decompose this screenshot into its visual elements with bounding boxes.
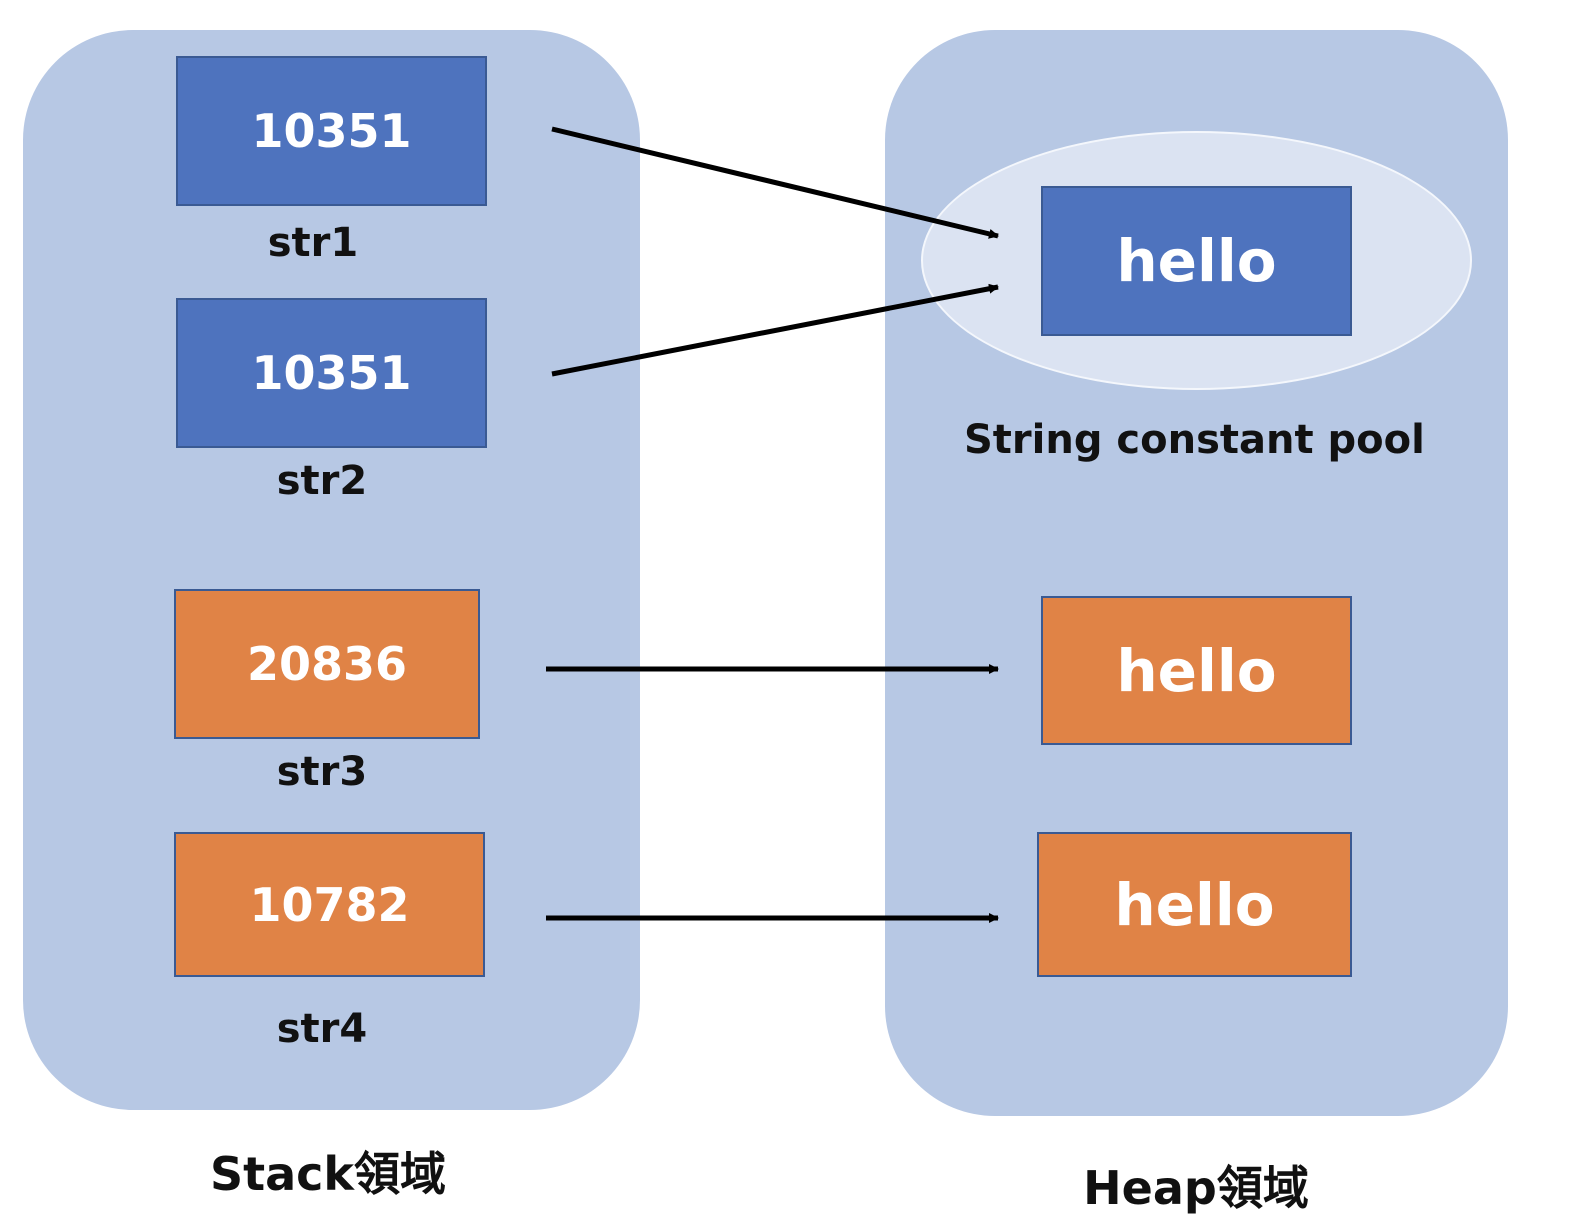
stack-var-str1-name: str1 [267, 220, 359, 266]
stack-var-str4-box: 10782 [174, 832, 485, 977]
stack-var-str3-box: 20836 [174, 589, 480, 739]
stack-var-str4-address: 10782 [249, 877, 410, 932]
heap-region-title: Heap領域 [1083, 1161, 1309, 1215]
arrow-str1-to-pool [551, 126, 999, 239]
stack-var-str2-name: str2 [276, 458, 368, 504]
stack-var-str2-address: 10351 [251, 346, 412, 400]
heap-object-hello-2-value: hello [1114, 870, 1275, 939]
heap-object-pool-hello: hello [1041, 186, 1352, 336]
heap-object-hello-2: hello [1037, 832, 1352, 977]
heap-object-hello-1-value: hello [1116, 636, 1277, 705]
heap-object-hello-1: hello [1041, 596, 1352, 745]
heap-object-pool-hello-value: hello [1116, 227, 1277, 295]
string-constant-pool-label: String constant pool [964, 417, 1425, 463]
stack-region-title: Stack領域 [209, 1147, 447, 1201]
string-constant-pool [921, 131, 1472, 390]
stack-var-str3-name: str3 [276, 749, 368, 795]
stack-var-str1-address: 10351 [251, 104, 412, 158]
stack-var-str4-name: str4 [276, 1006, 368, 1052]
stack-var-str1-box: 10351 [176, 56, 487, 206]
stack-var-str2-box: 10351 [176, 298, 487, 448]
stack-var-str3-address: 20836 [246, 637, 408, 691]
arrow-str2-to-pool [551, 283, 999, 377]
